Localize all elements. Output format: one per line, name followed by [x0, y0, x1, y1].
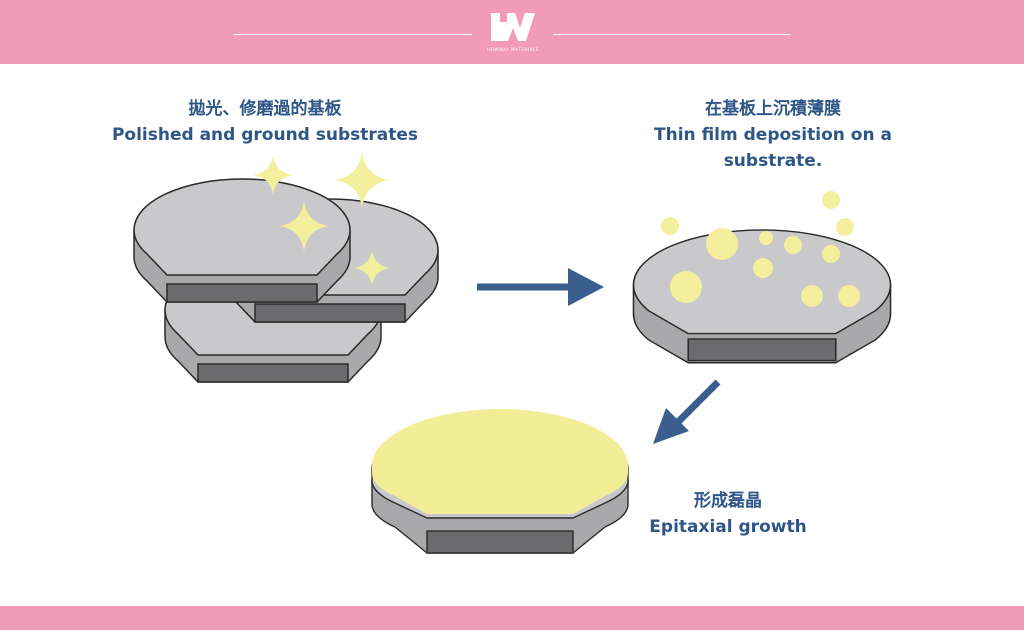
header-rule-right: [553, 34, 790, 35]
epitaxial-substrate: [371, 409, 629, 554]
step1-title-zh: 拋光、修磨過的基板: [188, 99, 342, 119]
logo-mark-icon: [491, 13, 535, 41]
step3-label: 形成磊晶 Epitaxial growth: [628, 488, 828, 540]
step2-title-en-line1: Thin film deposition on a: [654, 125, 892, 145]
substrate-stack: [133, 152, 439, 383]
arrow-down-left-icon: [653, 379, 721, 444]
header-band: [0, 0, 1024, 64]
step3-title-zh: 形成磊晶: [694, 491, 762, 511]
step1-title-en: Polished and ground substrates: [111, 125, 419, 145]
step3-title-en: Epitaxial growth: [649, 517, 807, 537]
arrow-right-icon: [477, 268, 604, 306]
deposition-particles: [661, 191, 860, 307]
step2-title-zh: 在基板上沉積薄膜: [705, 99, 841, 119]
deposition-substrate: [632, 191, 892, 364]
substrate-disk-top: [133, 178, 351, 303]
step1-label: 拋光、修磨過的基板 Polished and ground substrates: [80, 96, 450, 148]
header-rule-left: [234, 34, 472, 35]
footer-band: [0, 606, 1024, 630]
step2-label: 在基板上沉積薄膜 Thin film deposition on a subst…: [628, 96, 918, 174]
step2-title-en-line2: substrate.: [723, 151, 823, 171]
logo-text: HOWWAY MATERIALS: [487, 47, 539, 52]
epitaxial-layer: [372, 409, 628, 514]
brand-logo: HOWWAY MATERIALS: [478, 10, 548, 56]
